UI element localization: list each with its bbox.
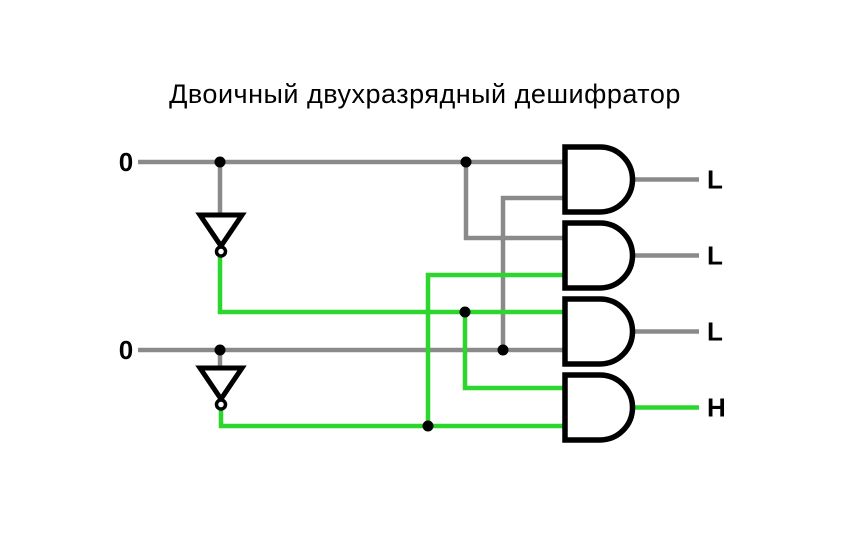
and-gate-3 — [562, 296, 636, 367]
inverter-1-triangle — [195, 212, 247, 251]
wire-input-b-to-gate1 — [500, 195, 565, 350]
input-value-1: 0 — [119, 147, 133, 177]
diagram-title: Двоичный двухразрядный дешифратор — [169, 79, 681, 109]
inverter-2-triangle — [195, 365, 247, 404]
and-gate-2 — [562, 220, 636, 291]
output-value-1: L — [707, 165, 723, 195]
wire-input-a-to-gate2 — [463, 162, 565, 241]
wire-inverter1-output-to-gate3 — [217, 257, 565, 315]
wire-inverter2-output-to-gate4 — [218, 409, 565, 429]
input-value-2: 0 — [119, 335, 133, 365]
junction-dot-5 — [459, 306, 471, 318]
and-gate-1 — [562, 144, 636, 215]
wire-inverter2-to-gate2 — [425, 272, 565, 426]
output-value-2: L — [707, 241, 723, 271]
junction-dot-2 — [460, 156, 472, 168]
output-value-4: H — [707, 393, 726, 423]
junction-dot-1 — [214, 156, 226, 168]
junction-dot-3 — [214, 344, 226, 356]
junction-dot-4 — [497, 344, 509, 356]
wire-inverter1-to-gate4 — [462, 312, 565, 391]
inverter-1-bubble — [214, 245, 228, 258]
output-value-3: L — [707, 317, 723, 347]
and-gate-4 — [562, 372, 636, 443]
inverter-2-bubble — [214, 398, 228, 411]
junction-dot-6 — [422, 420, 434, 432]
